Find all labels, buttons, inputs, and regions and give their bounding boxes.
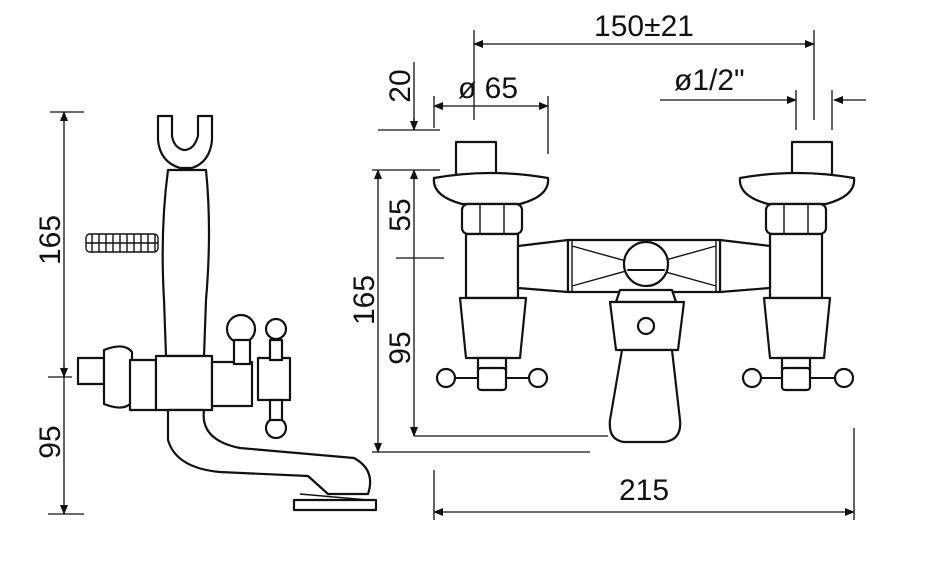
flange-diameter-label: ø 65 [458,72,518,105]
front-view: 150±21 ø 65 ø1/2" 20 165 55 95 [348,10,866,520]
offset-label: 20 [384,69,417,102]
shower-handle [161,168,211,358]
side-dim-165: 165 [34,215,67,265]
right-handle-knob-l [741,367,763,389]
front-spout [608,288,686,444]
side-cross-handle [264,317,288,341]
spout-height-label: 95 [384,331,417,364]
diverter-knob [225,313,257,345]
right-handle-knob-r [833,367,855,389]
front-total-height-label: 165 [348,275,381,325]
right-flange [738,171,856,206]
mixer-body [516,238,772,294]
shower-cradle [156,114,214,170]
inlet-height-label: 55 [384,198,417,231]
left-flange [432,171,550,206]
overall-width-label: 215 [619,474,669,507]
side-body [128,358,158,412]
side-spout [166,408,372,496]
right-valve [738,140,856,392]
side-spout-outlet [292,498,378,512]
center-diverter-icon [622,240,670,288]
spread-label: 150±21 [594,10,694,43]
thread-diameter-label: ø1/2" [674,64,745,97]
hose-coil-icon [85,233,159,253]
left-handle-knob-r [527,367,549,389]
side-wall-inlet [76,356,106,386]
left-handle-knob-l [435,367,457,389]
side-dim-95: 95 [34,425,67,458]
side-flange [102,345,134,409]
side-view: 165 95 [34,111,378,515]
